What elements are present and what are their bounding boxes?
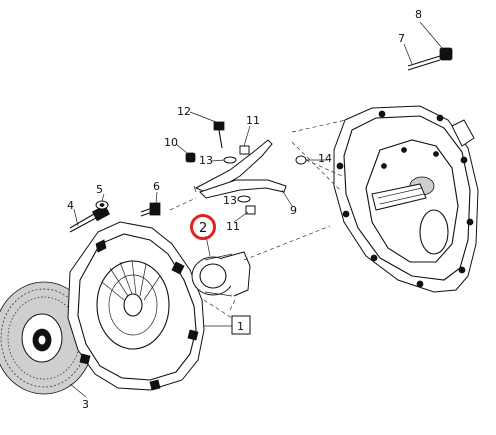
- release-fork: [193, 139, 287, 199]
- callout-12: 12: [177, 105, 191, 118]
- pressure-plate: [67, 221, 205, 391]
- clip-13-lower: [237, 195, 251, 203]
- housing-bolts: [336, 110, 474, 288]
- release-bearing: [191, 251, 251, 297]
- callout-4: 4: [67, 199, 74, 212]
- callout-1-box: 1: [231, 315, 251, 335]
- nut-8: [439, 47, 453, 61]
- cap-14: [295, 155, 307, 165]
- callout-11-upper: 11: [246, 114, 260, 127]
- stud-7: [407, 55, 441, 71]
- leader-lines: [69, 21, 443, 398]
- callout-5: 5: [96, 183, 103, 196]
- bell-housing: [333, 105, 479, 293]
- callout-8: 8: [415, 8, 422, 21]
- callout-2-highlight: 2: [190, 214, 216, 240]
- bolt-12: [213, 121, 225, 149]
- callout-6: 6: [153, 180, 160, 193]
- callout-7: 7: [398, 32, 405, 45]
- assembly-lines: [169, 119, 347, 319]
- callout-14: 14: [318, 152, 332, 165]
- callout-9: 9: [290, 204, 297, 217]
- callout-labels: 8 7 12 11 10 13 14 13 9 11 5 6 4 3: [67, 8, 422, 411]
- callout-10: 10: [164, 136, 178, 149]
- bushing-11-lower: [245, 205, 256, 215]
- bushing-11-upper: [239, 145, 250, 155]
- washer-5: [95, 200, 109, 210]
- callout-2: 2: [199, 221, 207, 236]
- nut-10: [185, 152, 196, 163]
- callout-3: 3: [82, 398, 89, 411]
- clip-13-upper: [223, 156, 237, 164]
- callout-13-lower: 13: [223, 194, 237, 207]
- bolt-6: [140, 202, 161, 217]
- callout-13-upper: 13: [199, 154, 213, 167]
- callout-11-lower: 11: [226, 220, 240, 233]
- callout-1: 1: [237, 320, 244, 333]
